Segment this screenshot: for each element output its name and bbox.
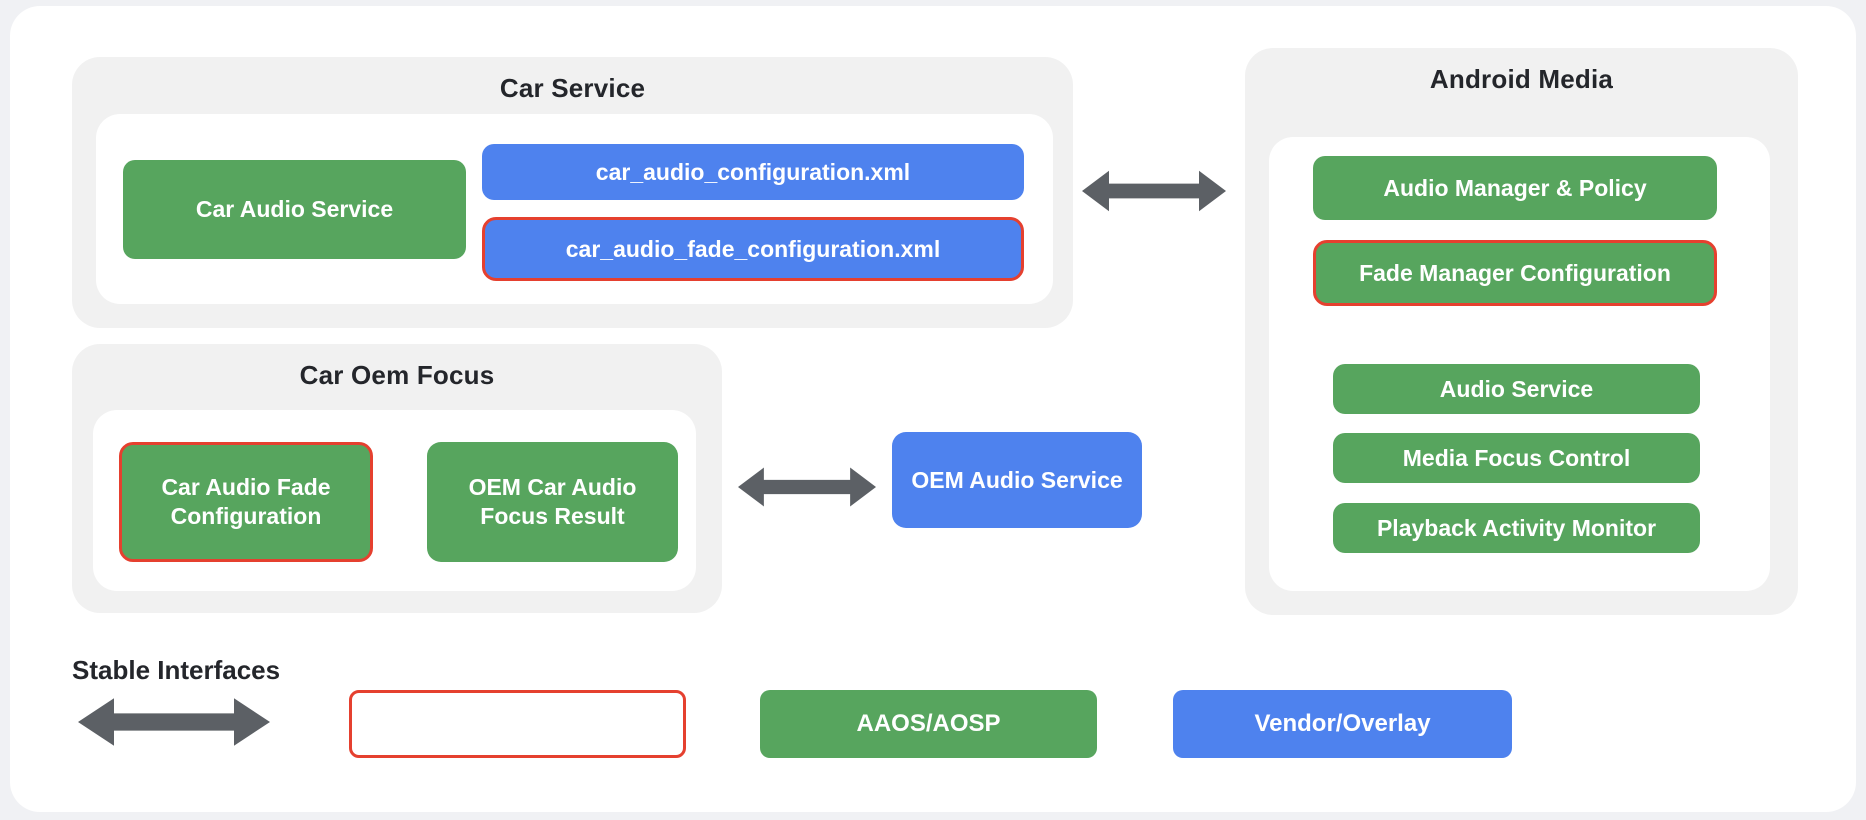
android-media-group: Android Media Audio Manager & Policy Fad… (1245, 48, 1798, 615)
car-oem-focus-group: Car Oem Focus Car Audio Fade Configurati… (72, 344, 722, 613)
oem-car-audio-focus-result-box: OEM Car Audio Focus Result (427, 442, 678, 562)
car-service-title: Car Service (499, 73, 646, 103)
double-arrow-icon (738, 464, 876, 510)
double-arrow-icon (1082, 167, 1226, 215)
oem-audio-service-box: OEM Audio Service (892, 432, 1142, 528)
audio-service-box: Audio Service (1333, 364, 1700, 414)
android-media-title: Android Media (1429, 64, 1614, 94)
media-focus-control-box: Media Focus Control (1333, 433, 1700, 483)
legend-aaos-aosp-box: AAOS/AOSP (760, 690, 1097, 758)
fade-manager-configuration-box: Fade Manager Configuration (1313, 240, 1717, 306)
car-service-inner: Car Audio Service car_audio_configuratio… (96, 114, 1053, 304)
car-audio-configuration-xml-box: car_audio_configuration.xml (482, 144, 1024, 200)
double-arrow-icon (78, 694, 270, 750)
playback-activity-monitor-box: Playback Activity Monitor (1333, 503, 1700, 553)
stable-interfaces-label: Stable Interfaces (72, 655, 281, 685)
audio-manager-policy-box: Audio Manager & Policy (1313, 156, 1717, 220)
car-oem-focus-inner: Car Audio Fade Configuration OEM Car Aud… (93, 410, 696, 591)
android-media-inner: Audio Manager & Policy Fade Manager Conf… (1269, 137, 1770, 591)
legend-vendor-overlay-box: Vendor/Overlay (1173, 690, 1512, 758)
legend-newly-added-box: Newly added (349, 690, 686, 758)
main-panel: Car Service Car Audio Service car_audio_… (10, 6, 1856, 812)
car-audio-service-box: Car Audio Service (123, 160, 466, 259)
car-audio-fade-config-box: Car Audio Fade Configuration (119, 442, 373, 562)
car-service-group: Car Service Car Audio Service car_audio_… (72, 57, 1073, 328)
car-oem-focus-title: Car Oem Focus (299, 360, 495, 390)
car-audio-fade-configuration-xml-box: car_audio_fade_configuration.xml (482, 217, 1024, 281)
